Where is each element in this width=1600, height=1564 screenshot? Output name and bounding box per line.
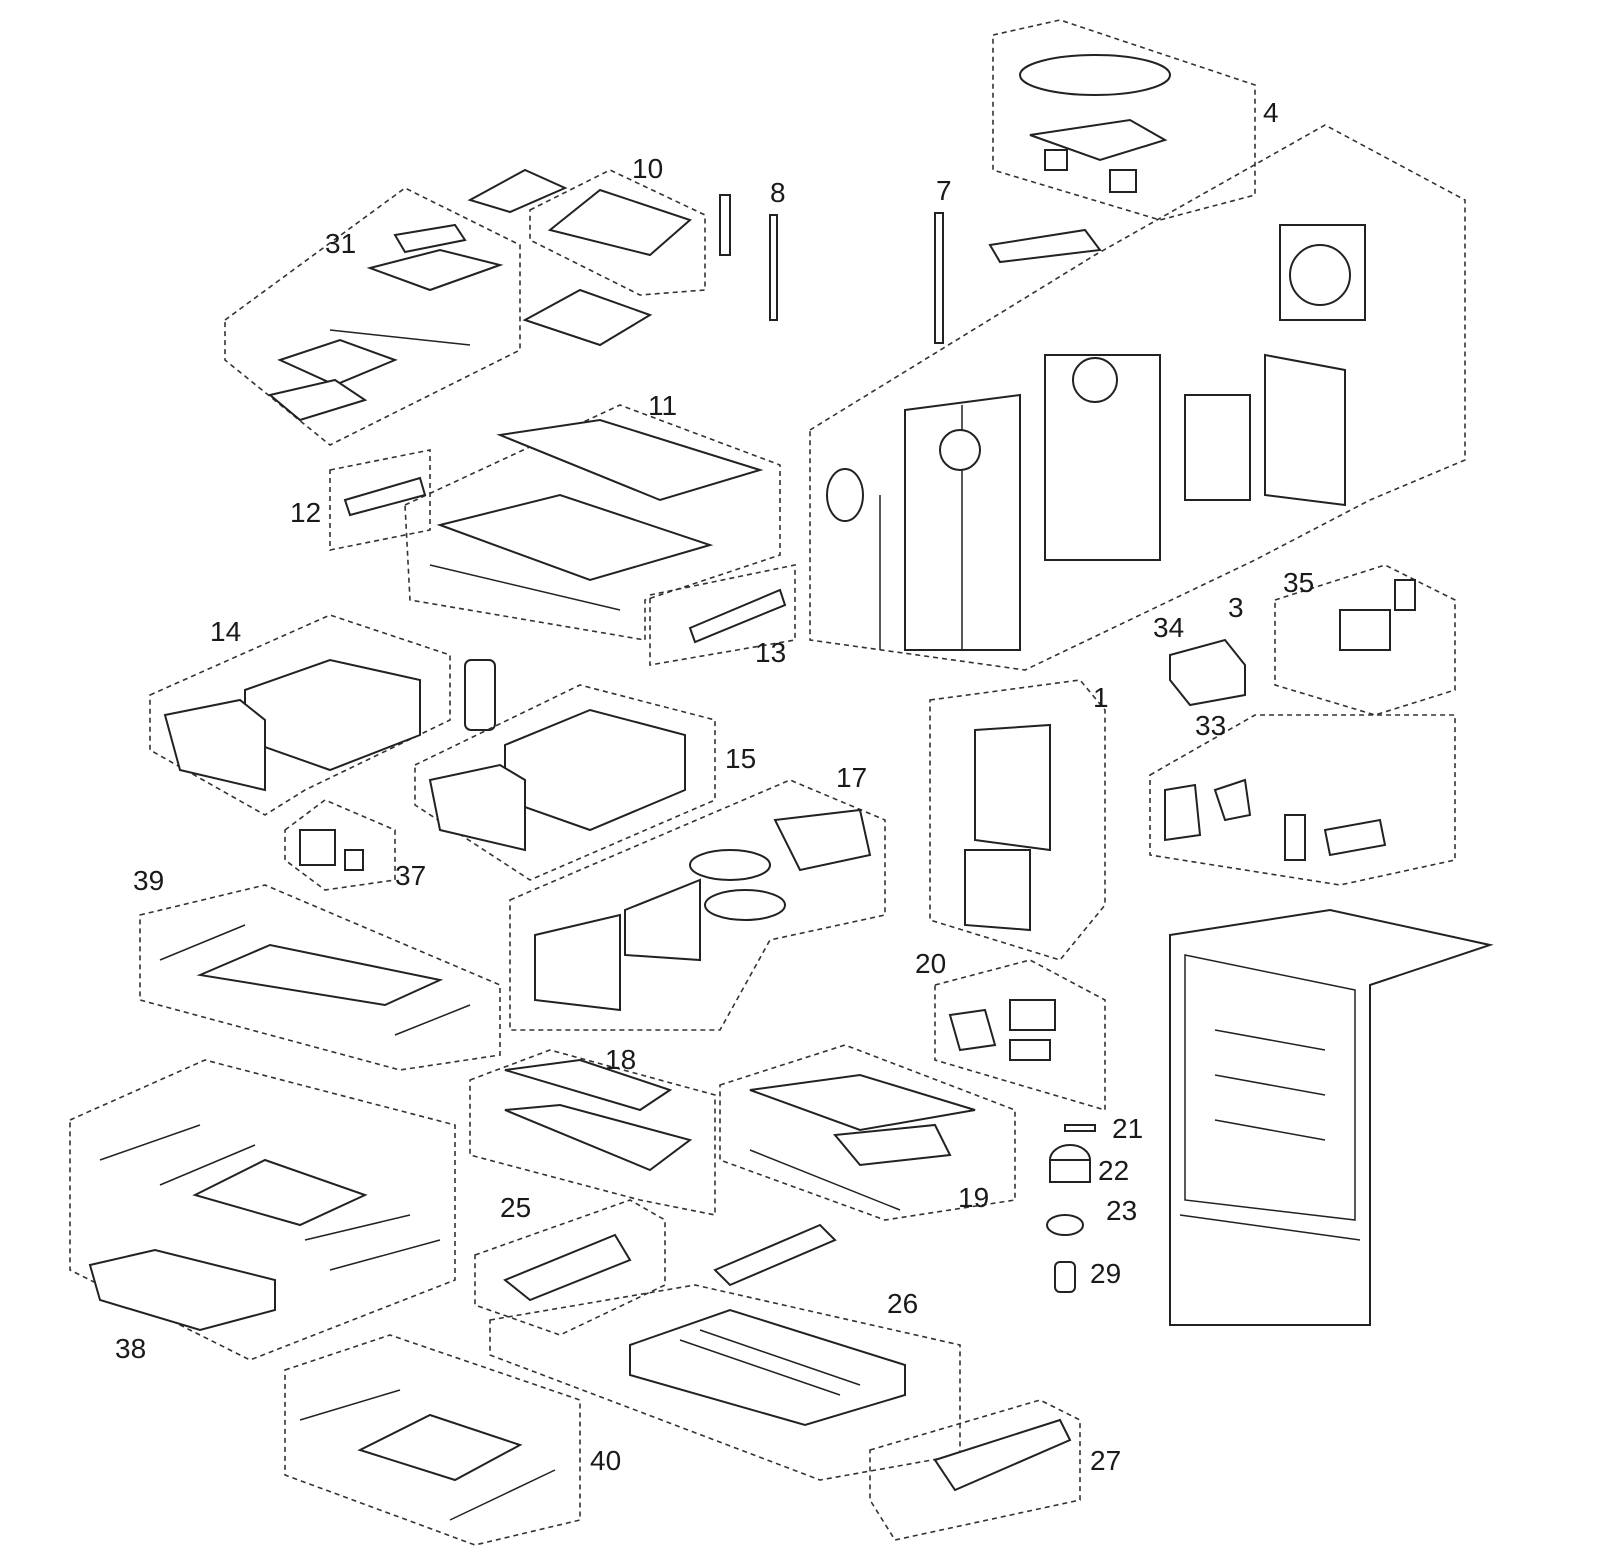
group-10-shelf: [467, 168, 706, 347]
group-12-rail: [329, 449, 431, 551]
callout-40: 40: [590, 1445, 621, 1476]
group-11-shelf: [404, 404, 781, 641]
group-18-assembly: [469, 1049, 716, 1216]
callout-4: 4: [1263, 97, 1279, 128]
callout-17: 17: [836, 762, 867, 793]
callout-labels: 1 3 4 7 8 10 11 12 13 14 15 17 18 19 20 …: [115, 97, 1314, 1476]
callout-20: 20: [915, 948, 946, 979]
part-8-strip: [719, 194, 778, 321]
callout-25: 25: [500, 1192, 531, 1223]
callout-21: 21: [1112, 1113, 1143, 1144]
group-15-drawer: [414, 684, 716, 881]
group-19-assembly: [719, 1044, 1016, 1221]
callout-31: 31: [325, 228, 356, 259]
group-3-assembly: [809, 124, 1466, 671]
group-33-assembly: [1149, 714, 1456, 886]
callout-23: 23: [1106, 1195, 1137, 1226]
callout-27: 27: [1090, 1445, 1121, 1476]
group-20-assembly: [934, 959, 1106, 1112]
callout-34: 34: [1153, 612, 1184, 643]
callout-26: 26: [887, 1288, 918, 1319]
callout-7: 7: [936, 175, 952, 206]
group-39-shelf: [139, 884, 501, 1071]
callout-37: 37: [395, 860, 426, 891]
part-34-ice-maker: [1169, 638, 1246, 707]
callout-1: 1: [1093, 682, 1109, 713]
group-35-assembly: [1274, 564, 1456, 716]
callout-35: 35: [1283, 567, 1314, 598]
part-24-vent: [713, 1223, 837, 1287]
callout-11: 11: [648, 390, 677, 421]
group-4-assembly: [992, 19, 1256, 221]
callout-18: 18: [605, 1044, 636, 1075]
callout-39: 39: [133, 865, 164, 896]
callout-8: 8: [770, 177, 786, 208]
part-22: [1049, 1144, 1091, 1183]
part-29: [1054, 1261, 1076, 1293]
callout-38: 38: [115, 1333, 146, 1364]
callout-10: 10: [632, 153, 663, 184]
refrigerator-cabinet: [1169, 908, 1494, 1326]
group-40-shelf: [284, 1334, 581, 1546]
callout-13: 13: [755, 637, 786, 668]
group-31-assembly: [224, 187, 521, 446]
callout-14: 14: [210, 616, 241, 647]
callout-33: 33: [1195, 710, 1226, 741]
group-25-assembly: [474, 1199, 666, 1336]
group-17-assembly: [509, 779, 886, 1031]
callout-15: 15: [725, 743, 756, 774]
callout-3: 3: [1228, 592, 1244, 623]
callout-22: 22: [1098, 1155, 1129, 1186]
callout-12: 12: [290, 497, 321, 528]
part-7-strip: [934, 212, 944, 344]
group-13-rail: [649, 564, 796, 666]
group-14-drawer: [149, 614, 496, 816]
callout-19: 19: [958, 1182, 989, 1213]
group-27-assembly: [869, 1399, 1081, 1541]
group-38-assembly: [69, 1059, 456, 1361]
group-1-assembly: [929, 679, 1106, 961]
part-21: [1064, 1124, 1096, 1132]
callout-29: 29: [1090, 1258, 1121, 1289]
group-37-bracket: [284, 799, 396, 891]
part-23: [1046, 1214, 1084, 1236]
